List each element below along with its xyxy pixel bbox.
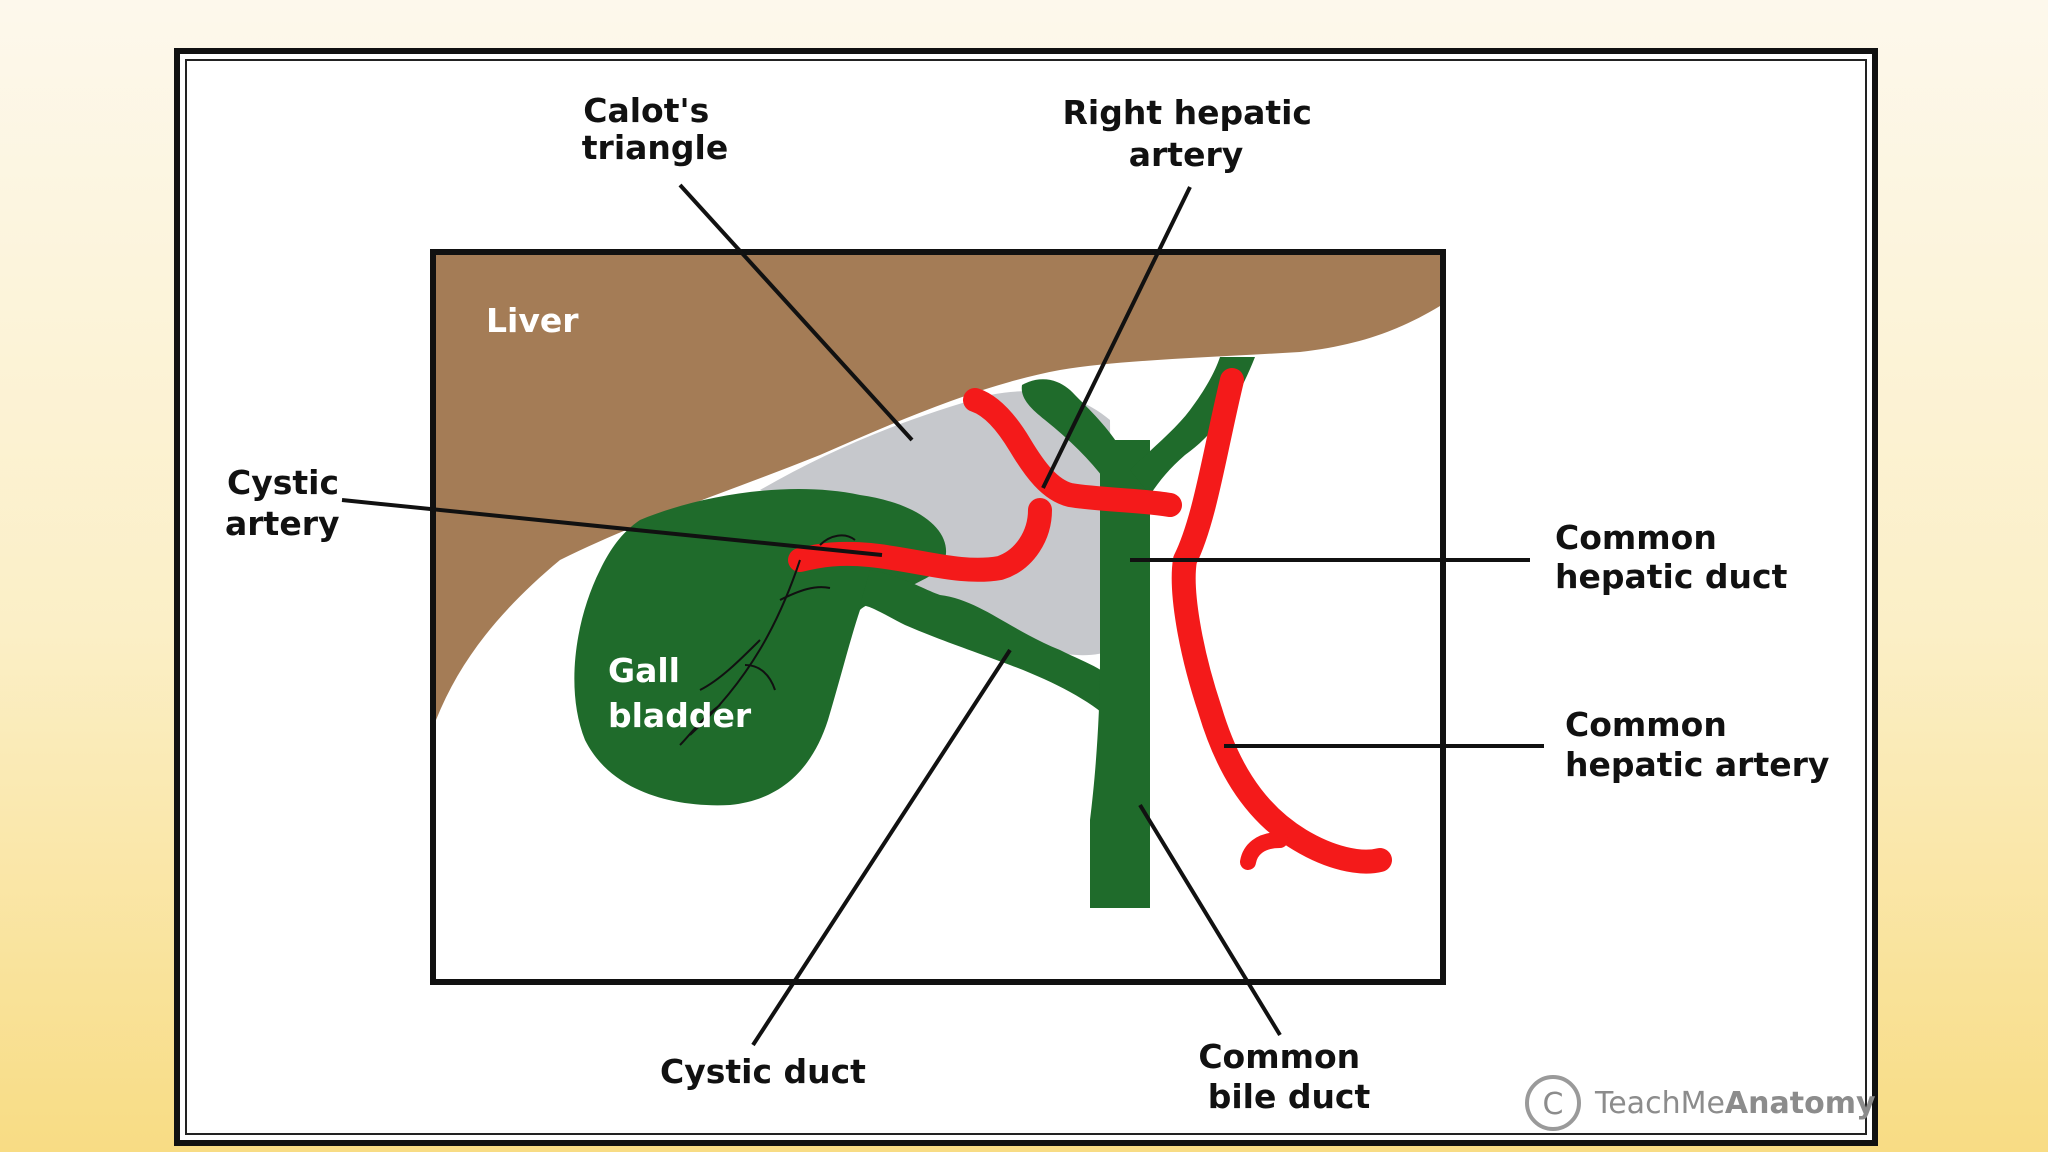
cystic-artery-label: Cystic artery	[225, 463, 351, 543]
gall-bladder-vessels	[679, 534, 856, 746]
watermark-text: TeachMeAnatomy	[1594, 1086, 1876, 1121]
common-duct-shape	[1090, 440, 1150, 908]
pointer-lines	[341, 183, 1544, 1047]
liver-shape	[436, 255, 1440, 720]
calots-triangle-label: Calot's triangle	[582, 91, 728, 167]
common-bile-duct-label: Common bile duct	[1198, 1037, 1371, 1116]
common-hepatic-artery-label: Common hepatic artery	[1565, 705, 1829, 784]
common-hepatic-duct-label: Common hepatic duct	[1555, 518, 1788, 596]
copyright-icon	[1525, 1075, 1581, 1131]
liver-label: Liver	[486, 301, 579, 340]
gall-bladder-label: Gall bladder	[608, 651, 752, 735]
cystic-duct-shape	[860, 570, 1120, 720]
cystic-duct-label: Cystic duct	[660, 1052, 866, 1091]
teachmeanatomy-watermark: C TeachMeAnatomy	[1525, 1075, 1876, 1131]
arteries	[788, 368, 1392, 874]
right-hepatic-artery-label: Right hepatic artery	[1062, 93, 1323, 174]
copyright-symbol: C	[1543, 1087, 1564, 1122]
